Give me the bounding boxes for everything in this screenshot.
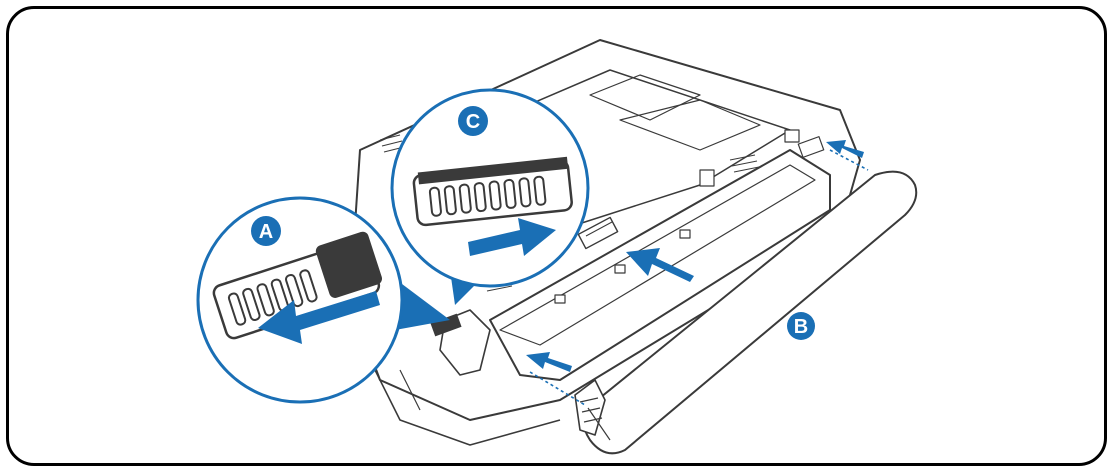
battery-pack <box>574 170 918 455</box>
guide-lines <box>529 149 869 406</box>
arrow-icon <box>526 140 864 372</box>
label-c-text: C <box>466 111 480 133</box>
latch-icon <box>212 231 383 340</box>
label-b: B <box>787 312 815 340</box>
label-b-text: B <box>794 316 808 338</box>
latch-icon <box>430 313 462 337</box>
label-a-text: A <box>259 221 273 243</box>
diagram-frame <box>6 6 1107 466</box>
label-c: C <box>458 106 488 136</box>
magnifier-callout-a: A <box>196 196 450 404</box>
arrow-icon <box>258 291 380 344</box>
latch-icon <box>412 156 573 227</box>
arrow-icon <box>468 218 556 256</box>
label-a: A <box>251 216 281 246</box>
magnifier-callout-c: C <box>390 88 590 305</box>
